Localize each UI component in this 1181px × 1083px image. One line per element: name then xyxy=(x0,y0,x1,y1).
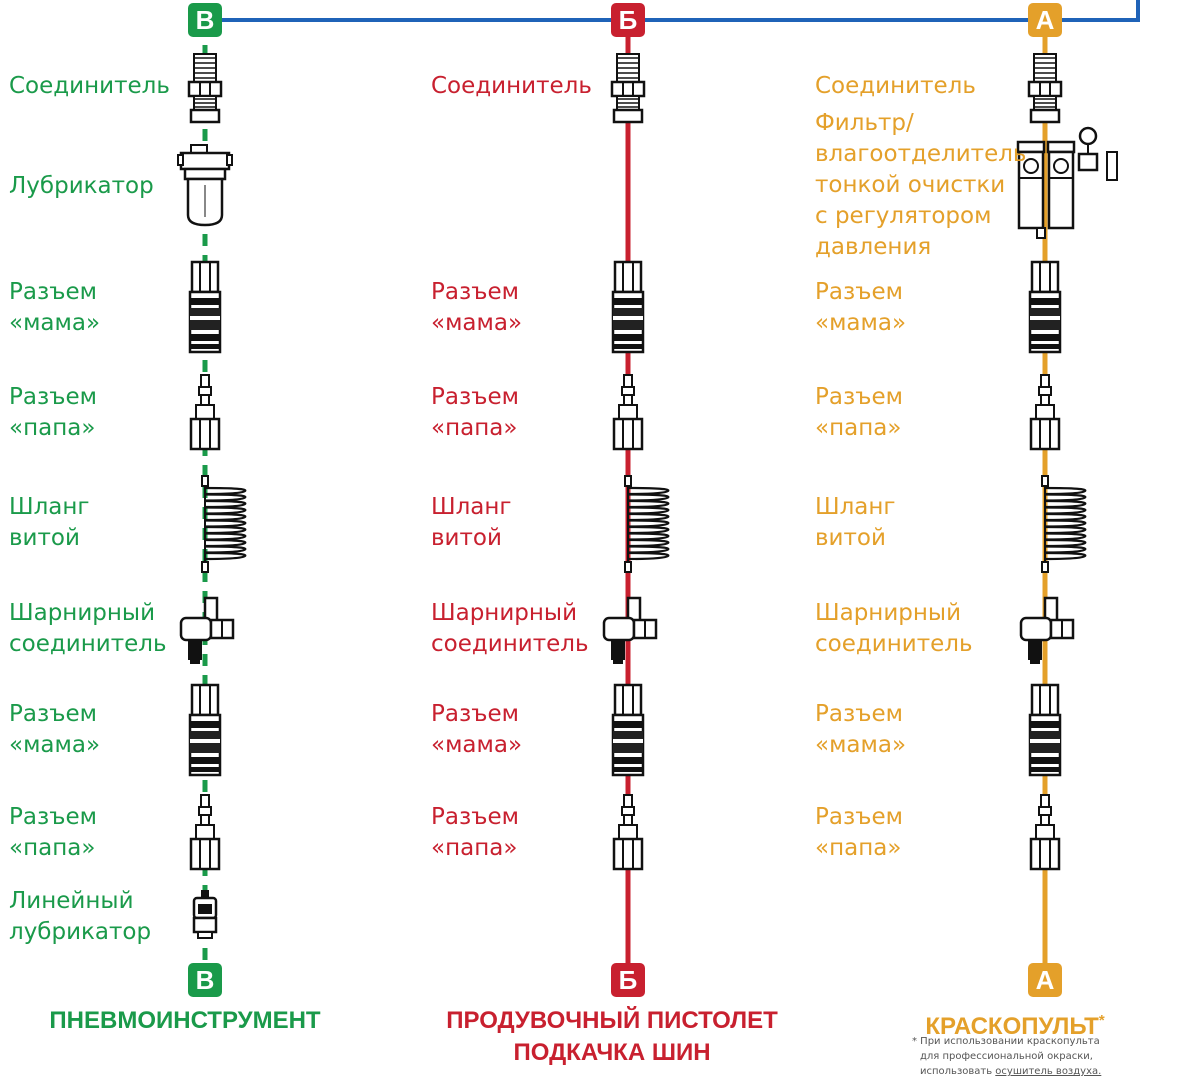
label-female-coupler: Разъем «мама» xyxy=(815,279,907,336)
label-connector: Соединитель xyxy=(9,73,170,99)
badge-bottom-a: А xyxy=(1028,963,1062,997)
badge-top-a-box xyxy=(1028,3,1062,37)
badge-top-a: А xyxy=(1028,3,1062,37)
title-blow-gun-line2: ПОДКАЧКА ШИН xyxy=(513,1039,711,1066)
male-plug-icon xyxy=(1029,794,1061,871)
coiled-hose-icon xyxy=(1041,475,1087,573)
label-male-plug: Разъем «папа» xyxy=(815,384,903,441)
male-plug-icon xyxy=(189,374,221,451)
footnote-line-2: для профессиональной окраски, xyxy=(920,1051,1093,1062)
label-inline-lubricator: Линейный лубрикатор xyxy=(9,888,152,945)
label-swivel-connector: Шарнирный соединитель xyxy=(815,600,973,657)
label-coiled-hose: Шланг витой xyxy=(815,494,896,551)
swivel-connector-icon xyxy=(602,596,658,664)
coiled-hose-icon xyxy=(201,475,247,573)
badge-top-b-letter: Б xyxy=(619,5,638,35)
badge-top-b-box xyxy=(611,3,645,37)
label-swivel-connector: Шарнирный соединитель xyxy=(431,600,589,657)
swivel-connector-icon xyxy=(179,596,235,664)
title-spray-gun: КРАСКОПУЛЬТ* xyxy=(880,1005,1150,1042)
badge-bottom-v: В xyxy=(188,963,222,997)
connector-icon xyxy=(187,53,223,124)
air-supply-line xyxy=(205,0,1140,22)
air-dryer-link[interactable]: осушитель воздуха. xyxy=(995,1066,1102,1077)
footnote-line-3: использовать осушитель воздуха. xyxy=(912,1064,1101,1079)
label-lubricator: Лубрикатор xyxy=(9,173,154,199)
label-male-plug: Разъем «папа» xyxy=(431,804,519,861)
label-coiled-hose: Шланг витой xyxy=(9,494,90,551)
label-male-plug: Разъем «папа» xyxy=(9,804,97,861)
title-spray-gun-text: КРАСКОПУЛЬТ xyxy=(925,1013,1099,1040)
label-female-coupler: Разъем «мама» xyxy=(9,701,101,758)
badge-top-a-letter: А xyxy=(1036,5,1055,35)
male-plug-icon xyxy=(612,794,644,871)
label-male-plug: Разъем «папа» xyxy=(9,384,97,441)
badge-bottom-b: Б xyxy=(611,963,645,997)
male-plug-icon xyxy=(189,794,221,871)
label-filter-regulator: Фильтр/ влагоотделитель тонкой очистки с… xyxy=(815,110,1027,260)
badge-top-v: В xyxy=(188,3,222,37)
label-connector: Соединитель xyxy=(815,73,976,99)
badge-top-v-letter: В xyxy=(196,5,215,35)
female-coupler-icon xyxy=(1028,683,1062,777)
label-female-coupler: Разъем «мама» xyxy=(431,701,523,758)
footnote: * При использовании краскопульта для про… xyxy=(912,1034,1101,1079)
badge-bottom-b-box xyxy=(611,963,645,997)
male-plug-icon xyxy=(612,374,644,451)
coiled-hose-icon xyxy=(624,475,670,573)
badge-bottom-b-letter: Б xyxy=(619,965,638,995)
male-plug-icon xyxy=(1029,374,1061,451)
female-coupler-icon xyxy=(611,260,645,354)
label-female-coupler: Разъем «мама» xyxy=(431,279,523,336)
label-connector: Соединитель xyxy=(431,73,592,99)
female-coupler-icon xyxy=(1028,260,1062,354)
filter-regulator-icon xyxy=(1016,126,1118,239)
lubricator-icon xyxy=(177,144,233,227)
footnote-line-3-text: использовать xyxy=(920,1066,996,1077)
badge-bottom-a-box xyxy=(1028,963,1062,997)
connector-icon xyxy=(1027,53,1063,124)
title-blow-gun-line1: ПРОДУВОЧНЫЙ ПИСТОЛЕТ xyxy=(446,1007,778,1034)
female-coupler-icon xyxy=(611,683,645,777)
label-swivel-connector: Шарнирный соединитель xyxy=(9,600,167,657)
connector-icon xyxy=(610,53,646,124)
label-male-plug: Разъем «папа» xyxy=(431,384,519,441)
label-female-coupler: Разъем «мама» xyxy=(9,279,101,336)
badge-bottom-a-letter: А xyxy=(1036,965,1055,995)
title-pneumatic-tool: ПНЕВМОИНСТРУМЕНТ xyxy=(49,1007,321,1034)
badge-top-b: Б xyxy=(611,3,645,37)
inline-lubricator-icon xyxy=(192,890,218,939)
badge-bottom-v-box xyxy=(188,963,222,997)
badge-top-v-box xyxy=(188,3,222,37)
badge-bottom-v-letter: В xyxy=(196,965,215,995)
label-female-coupler: Разъем «мама» xyxy=(815,701,907,758)
female-coupler-icon xyxy=(188,683,222,777)
label-coiled-hose: Шланг витой xyxy=(431,494,512,551)
female-coupler-icon xyxy=(188,260,222,354)
footnote-mark: * xyxy=(1098,1012,1105,1029)
footnote-line-1: * При использовании краскопульта xyxy=(912,1036,1100,1047)
swivel-connector-icon xyxy=(1019,596,1075,664)
label-male-plug: Разъем «папа» xyxy=(815,804,903,861)
